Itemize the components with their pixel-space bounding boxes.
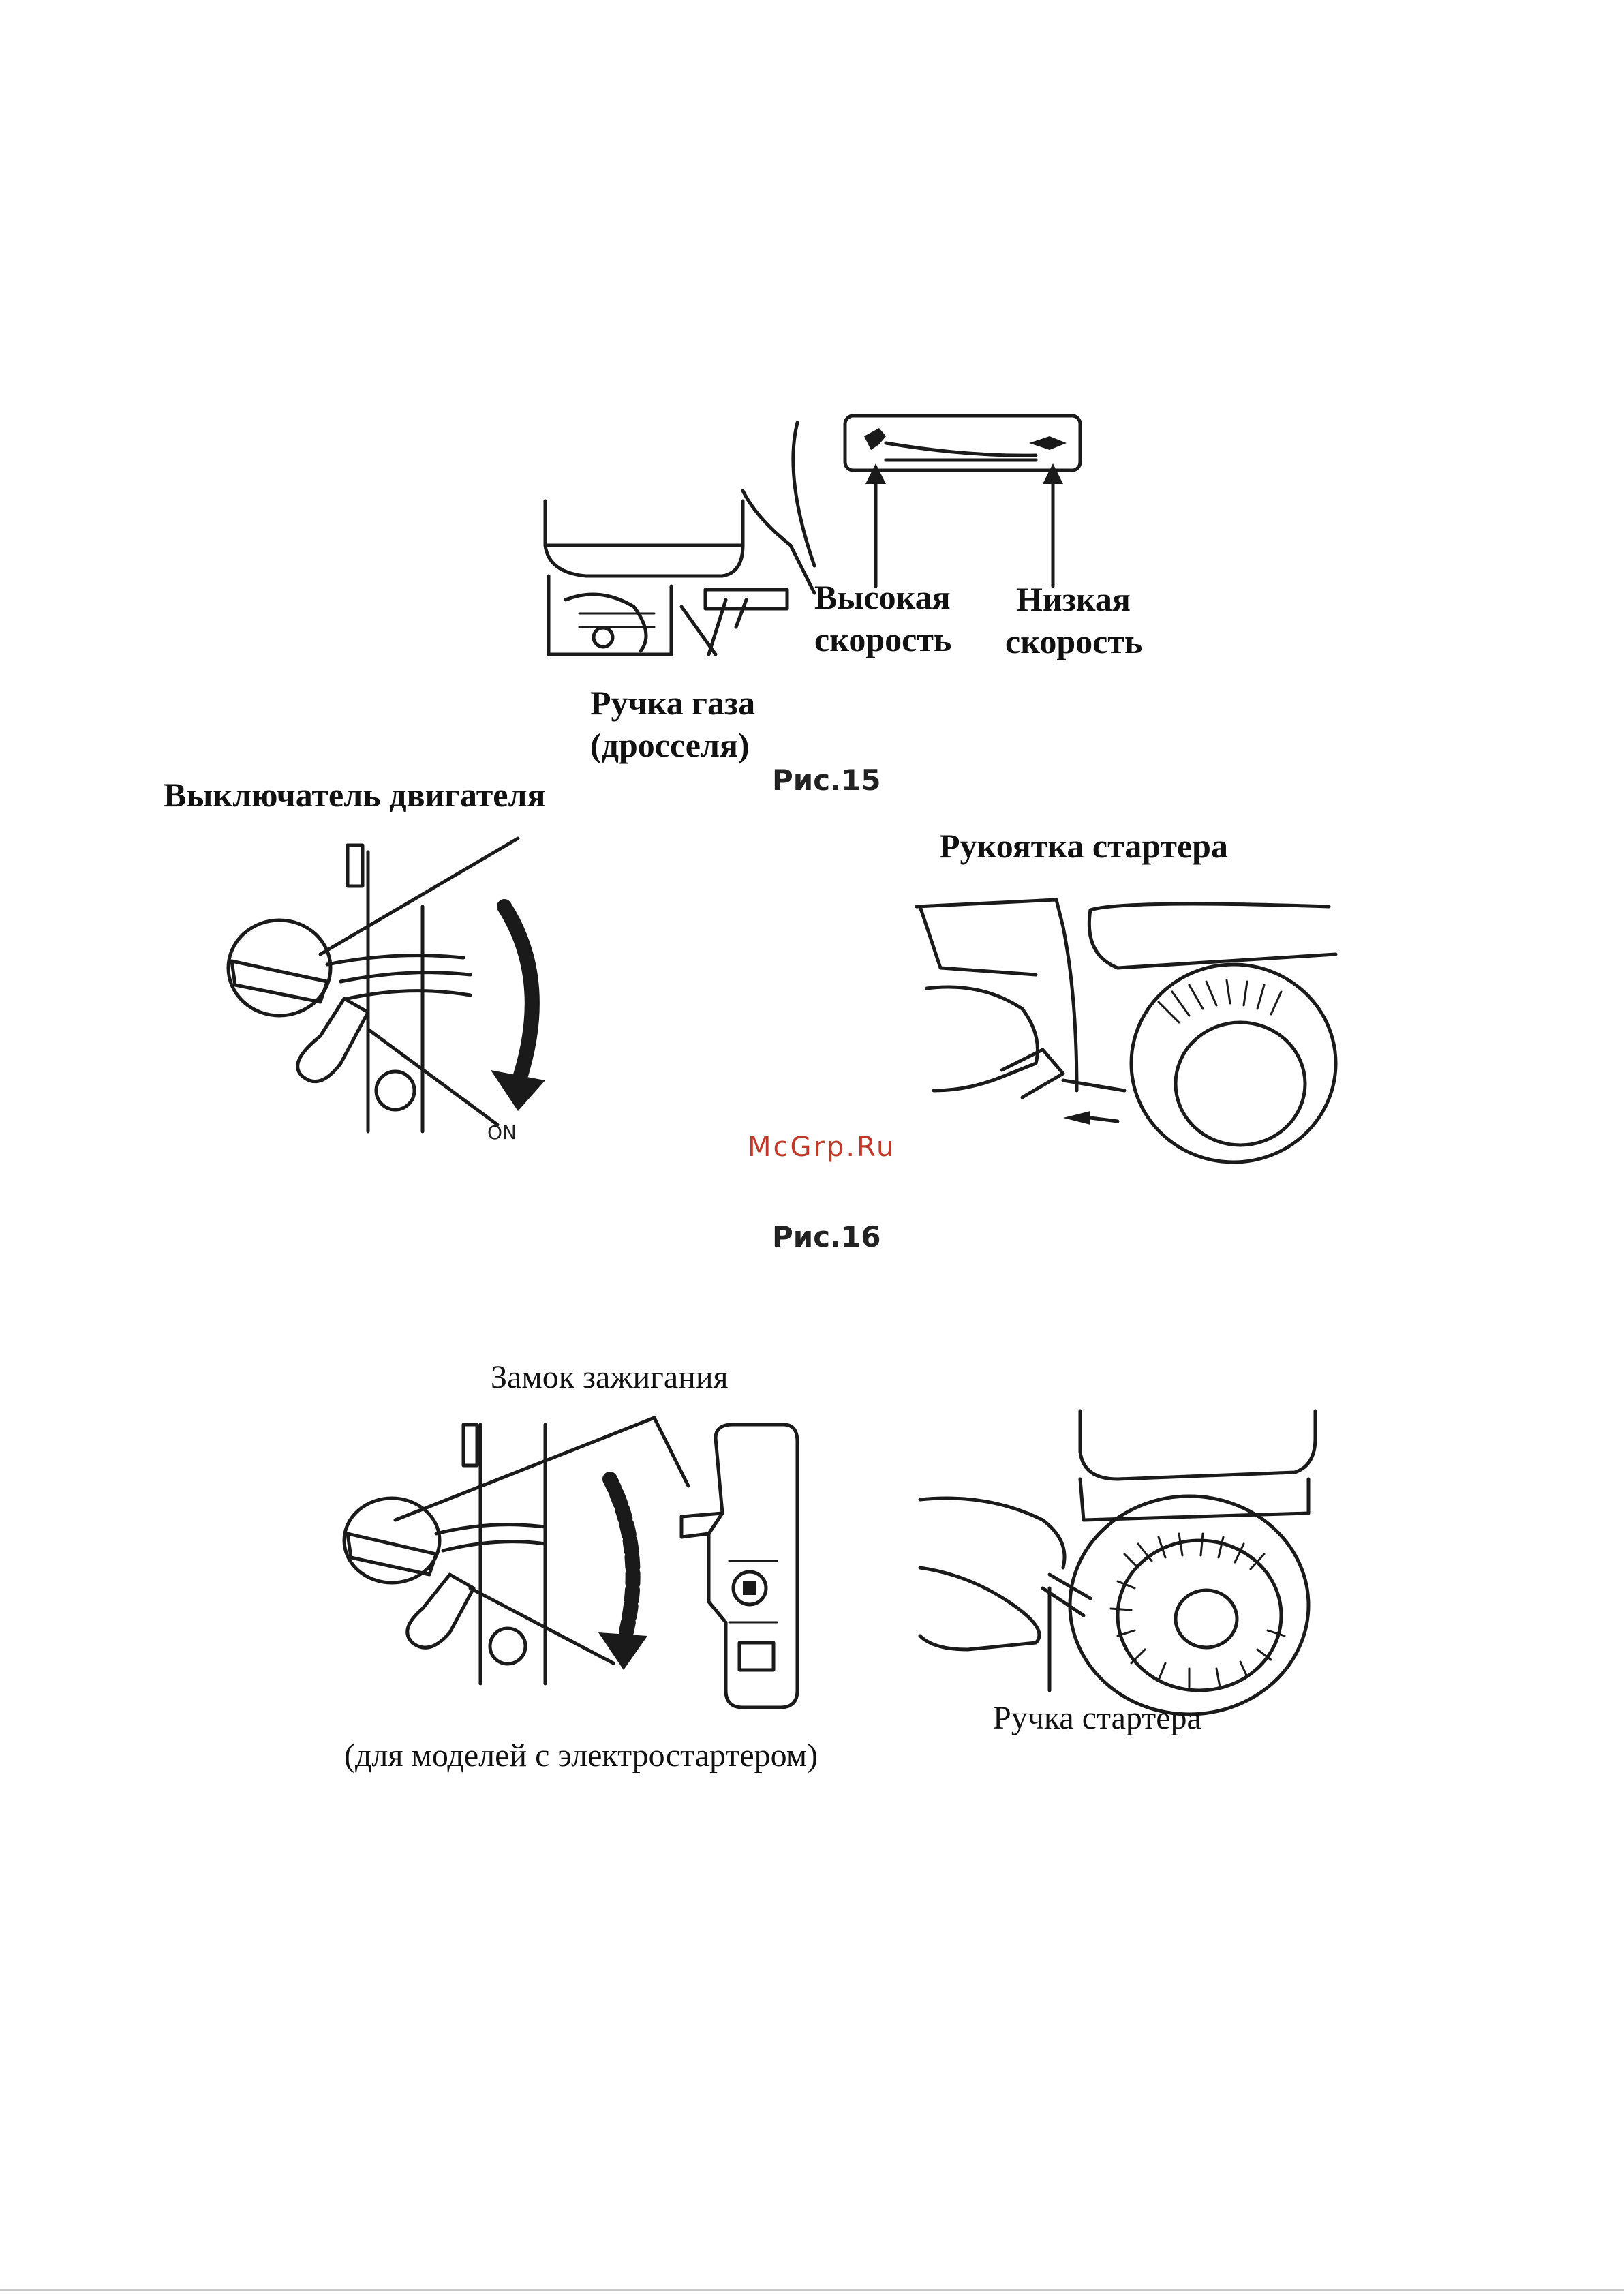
page-bottom-border (0, 2289, 1624, 2291)
label-starter-grip: Ручка стартера (993, 1697, 1201, 1739)
